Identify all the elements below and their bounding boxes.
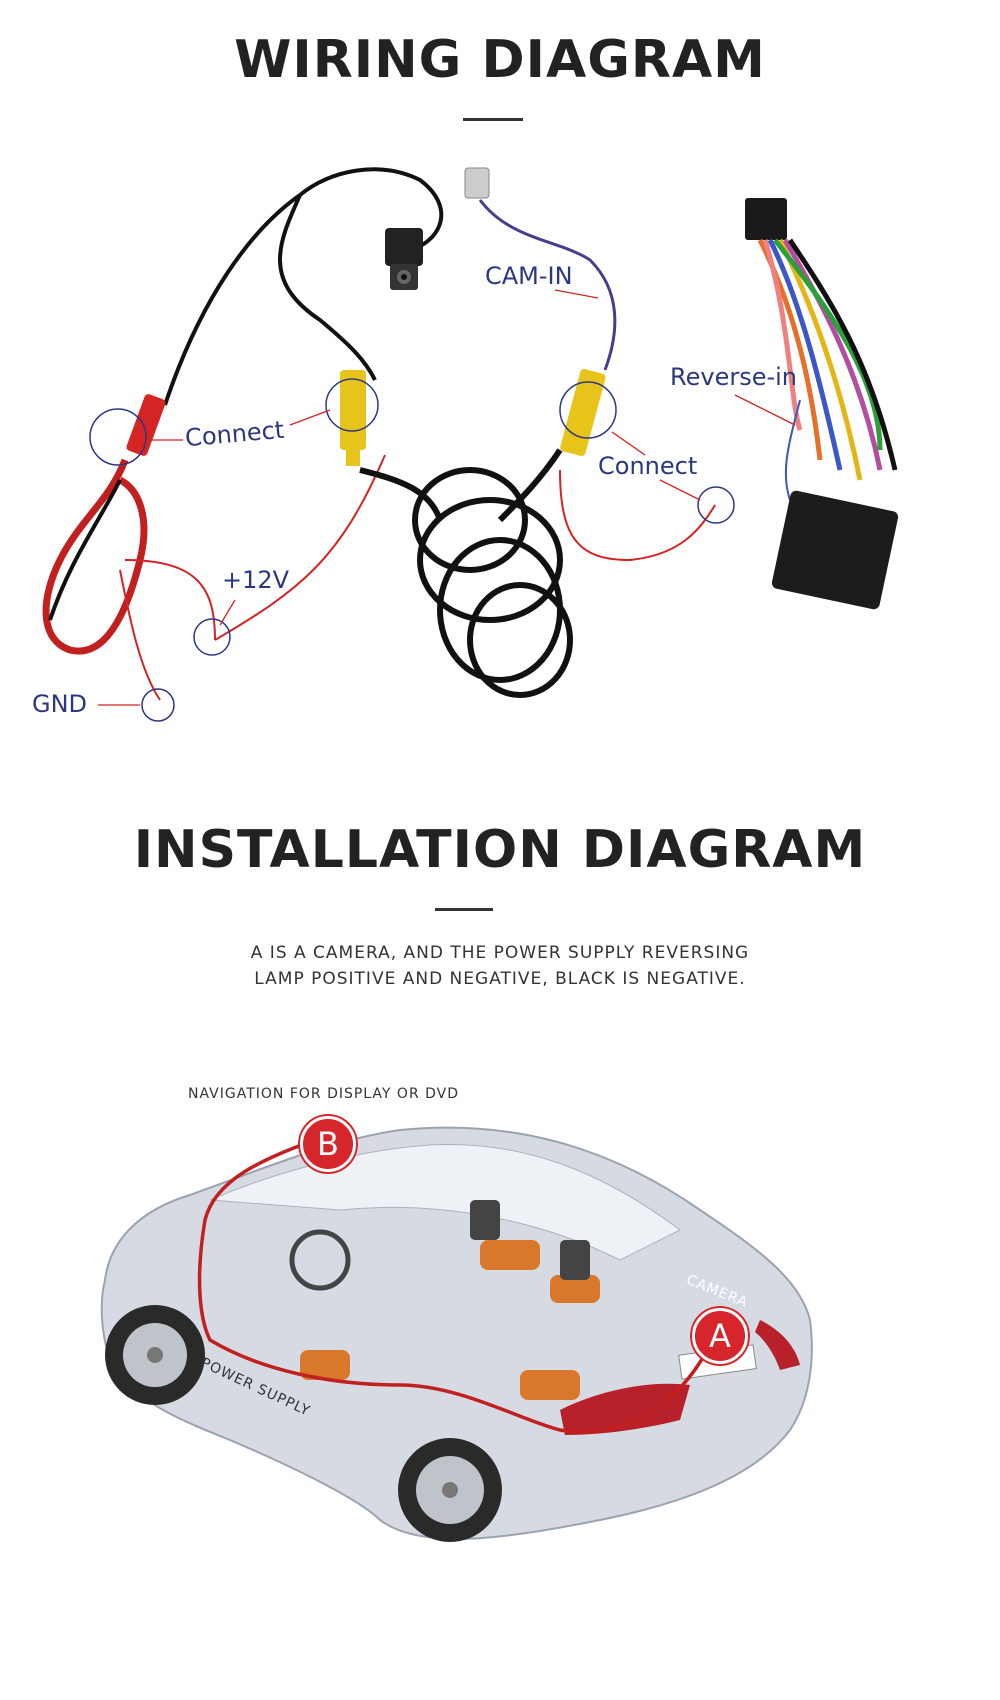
- wiring-illustration: [42, 167, 899, 722]
- marker-a: A: [692, 1308, 748, 1364]
- plus-12v-label: +12V: [222, 566, 290, 594]
- installation-description-line-2: LAMP POSITIVE AND NEGATIVE, BLACK IS NEG…: [254, 969, 746, 989]
- marker-b: B: [300, 1116, 356, 1172]
- installation-diagram-title: INSTALLATION DIAGRAM: [133, 820, 867, 880]
- camera-icon: [385, 228, 423, 290]
- navigation-label: NAVIGATION FOR DISPLAY OR DVD: [188, 1086, 460, 1102]
- wiring-diagram-title: WIRING DIAGRAM: [234, 30, 766, 90]
- reverse-in-label: Reverse-in: [670, 363, 798, 391]
- connect-label-right: Connect: [598, 452, 698, 480]
- rear-wheel: [398, 1438, 502, 1542]
- title-underline: [463, 118, 523, 121]
- car-illustration: [100, 1126, 813, 1542]
- front-wheel: [105, 1305, 205, 1405]
- installation-description-line-1: A IS A CAMERA, AND THE POWER SUPPLY REVE…: [250, 943, 750, 963]
- gnd-label: GND: [32, 690, 88, 718]
- title-underline: [435, 908, 493, 911]
- cam-in-label: CAM-IN: [485, 262, 573, 290]
